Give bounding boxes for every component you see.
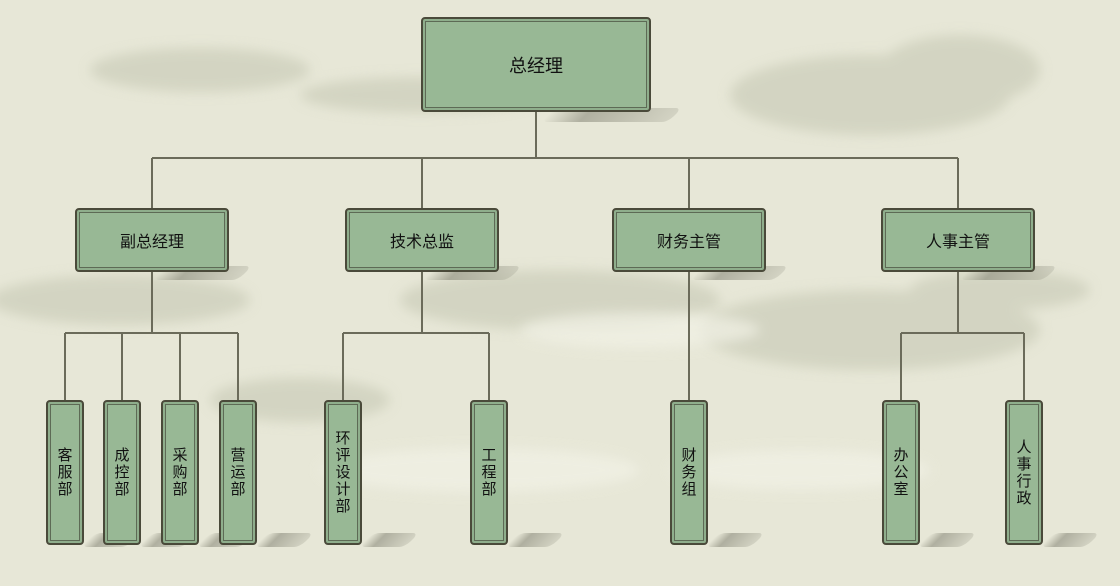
child-node-tech-1: 工程部 <box>470 400 508 545</box>
child-node-vp-0-label: 客服部 <box>55 447 74 498</box>
child-node-hr-0: 办公室 <box>882 400 920 545</box>
child-node-hr-1-label: 人事行政 <box>1014 438 1033 507</box>
branch-node-finance-label: 财务主管 <box>656 232 721 251</box>
root-node: 总经理 <box>421 17 651 112</box>
child-node-tech-1-label: 工程部 <box>479 447 498 498</box>
branch-node-tech: 技术总监 <box>345 208 499 272</box>
child-node-vp-1-label: 成控部 <box>112 447 131 498</box>
child-node-vp-0: 客服部 <box>46 400 84 545</box>
child-node-finance-0: 财务组 <box>670 400 708 545</box>
branch-node-hr-label: 人事主管 <box>925 232 990 251</box>
child-node-vp-2-label: 采购部 <box>170 447 189 498</box>
branch-node-vp: 副总经理 <box>75 208 229 272</box>
child-node-tech-0: 环评设计部 <box>324 400 362 545</box>
branch-node-vp-label: 副总经理 <box>119 232 184 251</box>
child-node-hr-0-label: 办公室 <box>891 447 910 498</box>
child-node-vp-1: 成控部 <box>103 400 141 545</box>
child-node-vp-2: 采购部 <box>161 400 199 545</box>
child-node-finance-0-label: 财务组 <box>679 447 698 498</box>
child-node-hr-1: 人事行政 <box>1005 400 1043 545</box>
branch-node-tech-label: 技术总监 <box>389 232 454 251</box>
child-node-tech-0-label: 环评设计部 <box>333 430 352 515</box>
child-node-vp-3-label: 营运部 <box>228 447 247 498</box>
root-node-label: 总经理 <box>509 55 563 77</box>
child-node-vp-3: 营运部 <box>219 400 257 545</box>
branch-node-finance: 财务主管 <box>612 208 766 272</box>
branch-node-hr: 人事主管 <box>881 208 1035 272</box>
